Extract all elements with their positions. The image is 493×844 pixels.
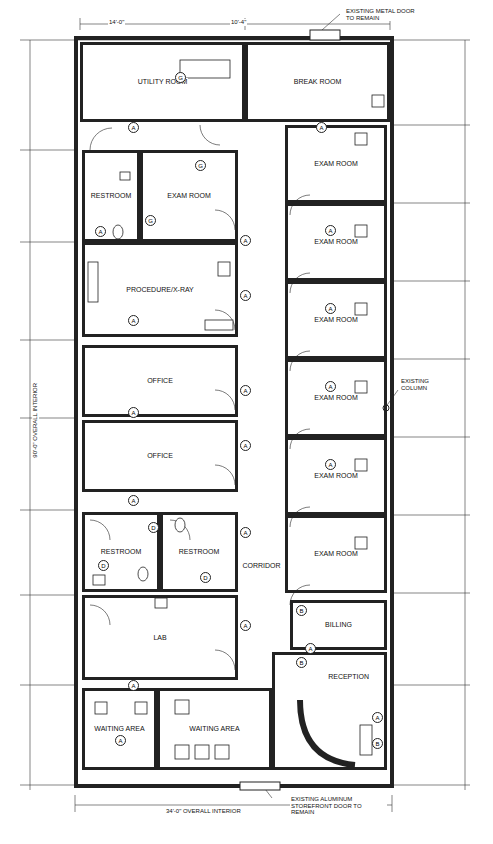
- corridor: CORRIDOR: [238, 125, 285, 680]
- room: PROCEDURE/X-RAY: [82, 242, 238, 337]
- door-tag: D: [148, 522, 159, 533]
- note: EXISTING ALUMINUM STOREFRONT DOOR TO REM…: [290, 796, 387, 816]
- note: EXISTING METAL DOOR TO REMAIN: [345, 8, 419, 21]
- room: WAITING AREA: [157, 688, 272, 770]
- room: RESTROOM: [82, 150, 140, 242]
- room-name: RESTROOM: [100, 548, 142, 556]
- door-tag: A: [372, 712, 383, 723]
- door-tag: A: [128, 407, 139, 418]
- door-tag: A: [128, 495, 139, 506]
- room-name: EXAM ROOM: [313, 160, 359, 168]
- room-name: WAITING AREA: [188, 725, 240, 733]
- room: RECEPTION: [272, 652, 387, 770]
- door-tag: A: [240, 440, 251, 451]
- door-tag: A: [325, 381, 336, 392]
- dimension: 10'-4": [230, 19, 247, 26]
- room-name: EXAM ROOM: [313, 550, 359, 558]
- room-name: WAITING AREA: [93, 725, 145, 733]
- room: OFFICE: [82, 345, 238, 417]
- room: OFFICE: [82, 420, 238, 492]
- door-tag: A: [305, 643, 316, 654]
- room-name: OFFICE: [146, 377, 174, 385]
- dimension: 34'-0" OVERALL INTERIOR: [165, 808, 242, 815]
- room: EXAM ROOM: [285, 359, 387, 437]
- room-name: EXAM ROOM: [166, 192, 212, 200]
- room-name: BILLING: [324, 621, 353, 629]
- room-name: EXAM ROOM: [313, 394, 359, 402]
- room-name: EXAM ROOM: [313, 316, 359, 324]
- room: UTILITY ROOM: [80, 42, 245, 122]
- room: EXAM ROOM: [140, 150, 238, 242]
- door-tag: A: [128, 122, 139, 133]
- room: EXAM ROOM: [285, 125, 387, 203]
- dimension: 14'-0": [108, 19, 125, 26]
- room: WAITING AREA: [82, 688, 157, 770]
- door-tag: G: [175, 72, 186, 83]
- door-tag: A: [240, 527, 251, 538]
- room: EXAM ROOM: [285, 281, 387, 359]
- room-name: RESTROOM: [90, 192, 132, 200]
- room: LAB: [82, 595, 238, 680]
- door-tag: G: [195, 160, 206, 171]
- room-name: OFFICE: [146, 452, 174, 460]
- room-name: EXAM ROOM: [313, 238, 359, 246]
- door-tag: D: [98, 560, 109, 571]
- door-tag: A: [240, 235, 251, 246]
- room: RESTROOM: [160, 512, 238, 592]
- door-tag: G: [145, 215, 156, 226]
- room-name: PROCEDURE/X-RAY: [125, 286, 195, 294]
- note: EXISTING COLUMN: [400, 378, 440, 391]
- door-tag: A: [115, 735, 126, 746]
- door-tag: A: [128, 680, 139, 691]
- door-tag: A: [316, 122, 327, 133]
- door-tag: B: [372, 738, 383, 749]
- room-name: EXAM ROOM: [313, 472, 359, 480]
- room-name: CORRIDOR: [241, 562, 282, 570]
- door-tag: B: [296, 657, 307, 668]
- room-name: LAB: [152, 634, 167, 642]
- room: EXAM ROOM: [285, 437, 387, 515]
- door-tag: A: [240, 290, 251, 301]
- door-tag: B: [296, 605, 307, 616]
- dimension: 90'-0" OVERALL INTERIOR: [32, 382, 39, 459]
- door-tag: A: [325, 225, 336, 236]
- door-tag: A: [128, 315, 139, 326]
- room-name: RESTROOM: [178, 548, 220, 556]
- door-tag: A: [240, 385, 251, 396]
- door-tag: D: [200, 572, 211, 583]
- door-tag: A: [325, 303, 336, 314]
- room: EXAM ROOM: [285, 515, 387, 593]
- room-name: RECEPTION: [327, 673, 370, 681]
- door-tag: A: [95, 226, 106, 237]
- room: EXAM ROOM: [285, 203, 387, 281]
- door-tag: A: [240, 620, 251, 631]
- room: BREAK ROOM: [245, 42, 390, 122]
- door-tag: A: [325, 459, 336, 470]
- room-name: BREAK ROOM: [293, 78, 342, 86]
